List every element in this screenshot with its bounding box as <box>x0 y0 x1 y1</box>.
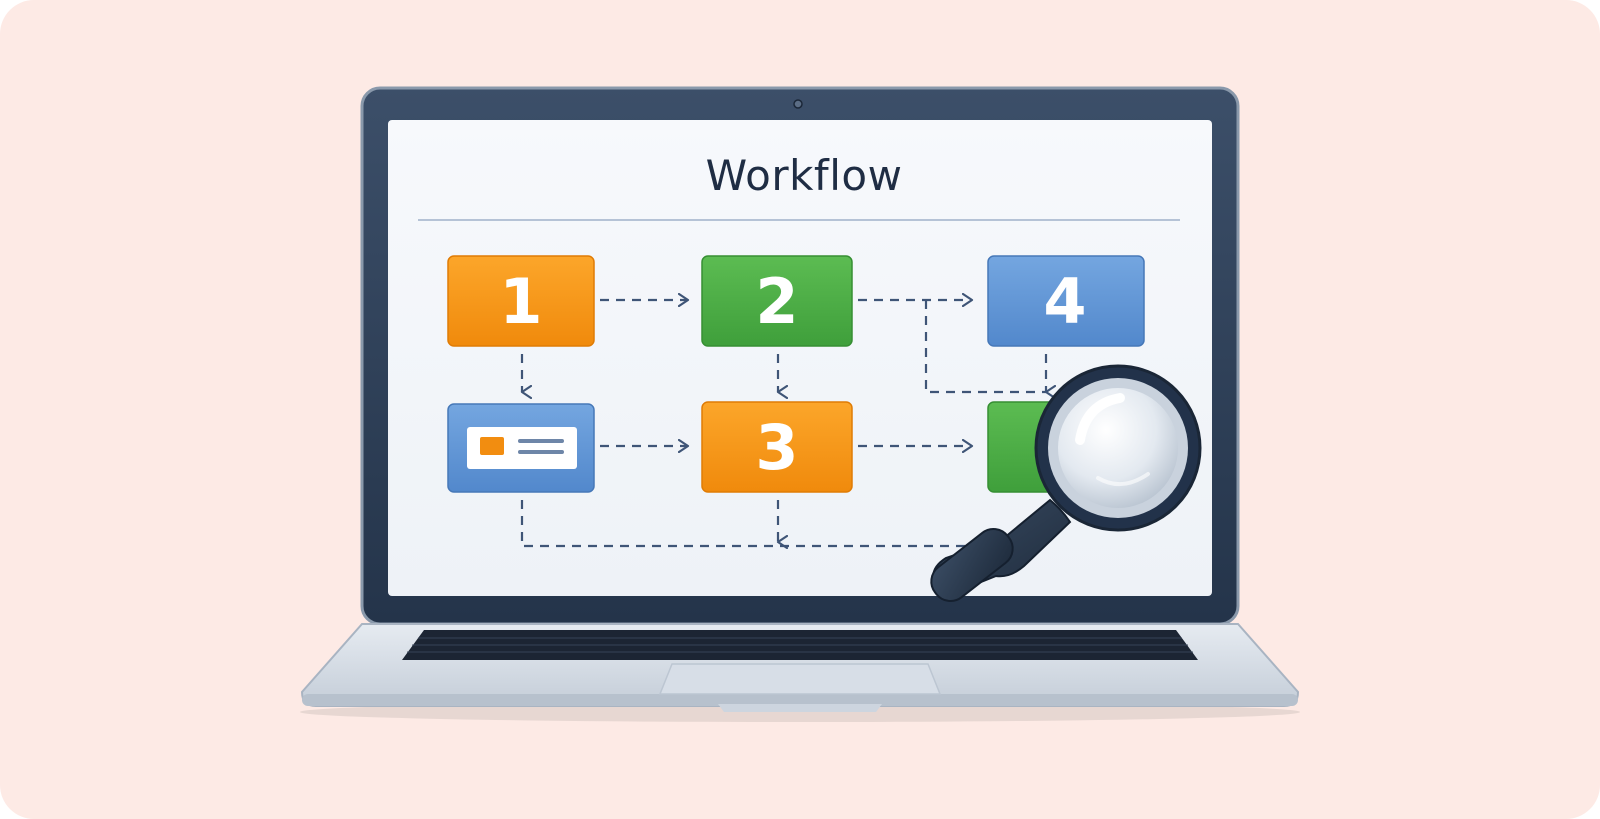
step-box-1: 1 <box>447 255 595 347</box>
step-number: 3 <box>755 411 798 484</box>
magnifier-grip <box>930 527 1014 603</box>
step-number: 2 <box>755 265 798 338</box>
laptop-base-edge <box>302 694 1298 706</box>
laptop-lip <box>718 704 882 712</box>
step-box-2: 2 <box>701 255 853 347</box>
workflow-title: Workflow <box>706 151 903 200</box>
webcam-icon <box>793 99 803 109</box>
trackpad <box>658 663 942 695</box>
workflow-connectors <box>520 300 1046 546</box>
step-number: 1 <box>499 265 542 338</box>
step-box-3: 3 <box>701 401 853 493</box>
keyboard-keys <box>407 637 1193 653</box>
magnifier-lens <box>1058 388 1178 508</box>
magnifying-glass-icon <box>930 364 1202 603</box>
step-box-4: 4 <box>987 255 1145 347</box>
lens-glare <box>1075 393 1125 445</box>
step-number: 4 <box>1043 265 1086 338</box>
document-card-box <box>447 403 595 493</box>
